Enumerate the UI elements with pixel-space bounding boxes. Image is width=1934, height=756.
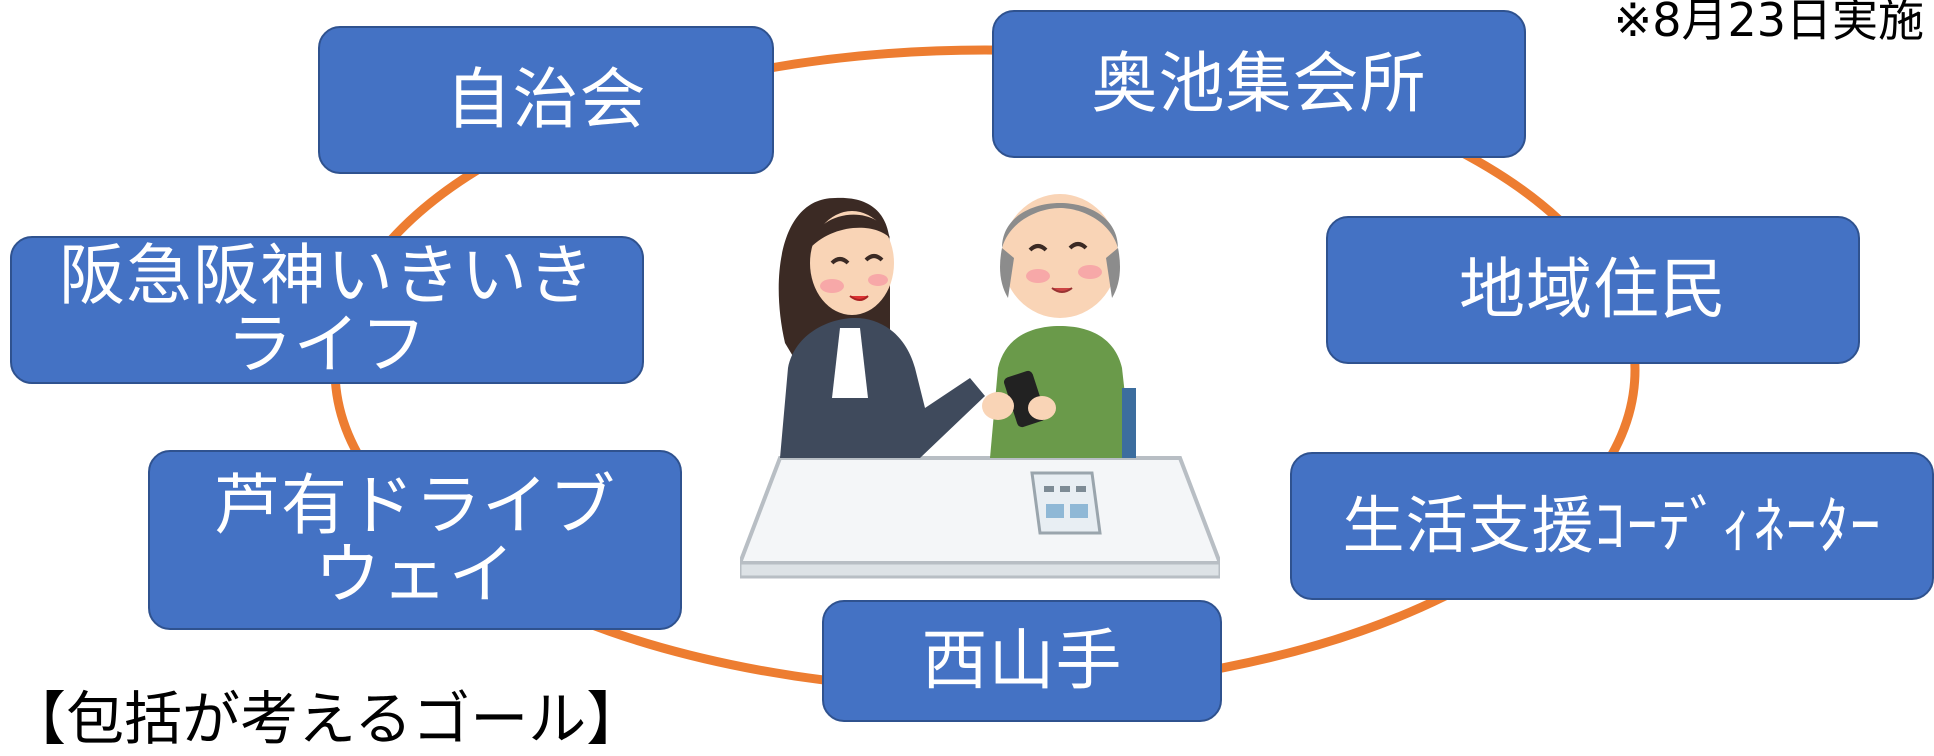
node-nishiyamate: 西山手 xyxy=(822,600,1222,722)
node-ashiyu-label-line1: 芦有ドライブ xyxy=(214,466,616,544)
node-seikatsu-label: 生活支援ｺｰﾃﾞｨﾈｰﾀｰ xyxy=(1342,489,1882,563)
illustration-staff-and-elderly-smartphone xyxy=(740,194,1220,579)
node-jichikai: 自治会 xyxy=(318,26,774,174)
node-nishiyama-label: 西山手 xyxy=(921,622,1123,700)
node-hankyu-label-line2: ライフ xyxy=(226,306,428,383)
date-note: ※8月23日実施 xyxy=(1613,0,1924,47)
node-chiiki-jumin: 地域住民 xyxy=(1326,216,1860,364)
node-jichikai-label: 自治会 xyxy=(445,61,647,139)
node-ashiyu-label-line2: ウェイ xyxy=(314,536,516,613)
goal-heading: 【包括が考えるゴール】 xyxy=(8,685,645,753)
node-okuike-shukaijo: 奥池集会所 xyxy=(992,10,1526,158)
node-hankyu-label-line1: 阪急阪神いきいき xyxy=(59,236,595,314)
node-hankyu-hanshin: 阪急阪神いきいき ライフ xyxy=(10,236,644,384)
node-seikatsu-coordinator: 生活支援ｺｰﾃﾞｨﾈｰﾀｰ xyxy=(1290,452,1934,600)
node-ashiyu-driveway: 芦有ドライブ ウェイ xyxy=(148,450,682,630)
node-chiiki-label: 地域住民 xyxy=(1459,251,1727,329)
node-okuike-label: 奥池集会所 xyxy=(1091,45,1427,123)
